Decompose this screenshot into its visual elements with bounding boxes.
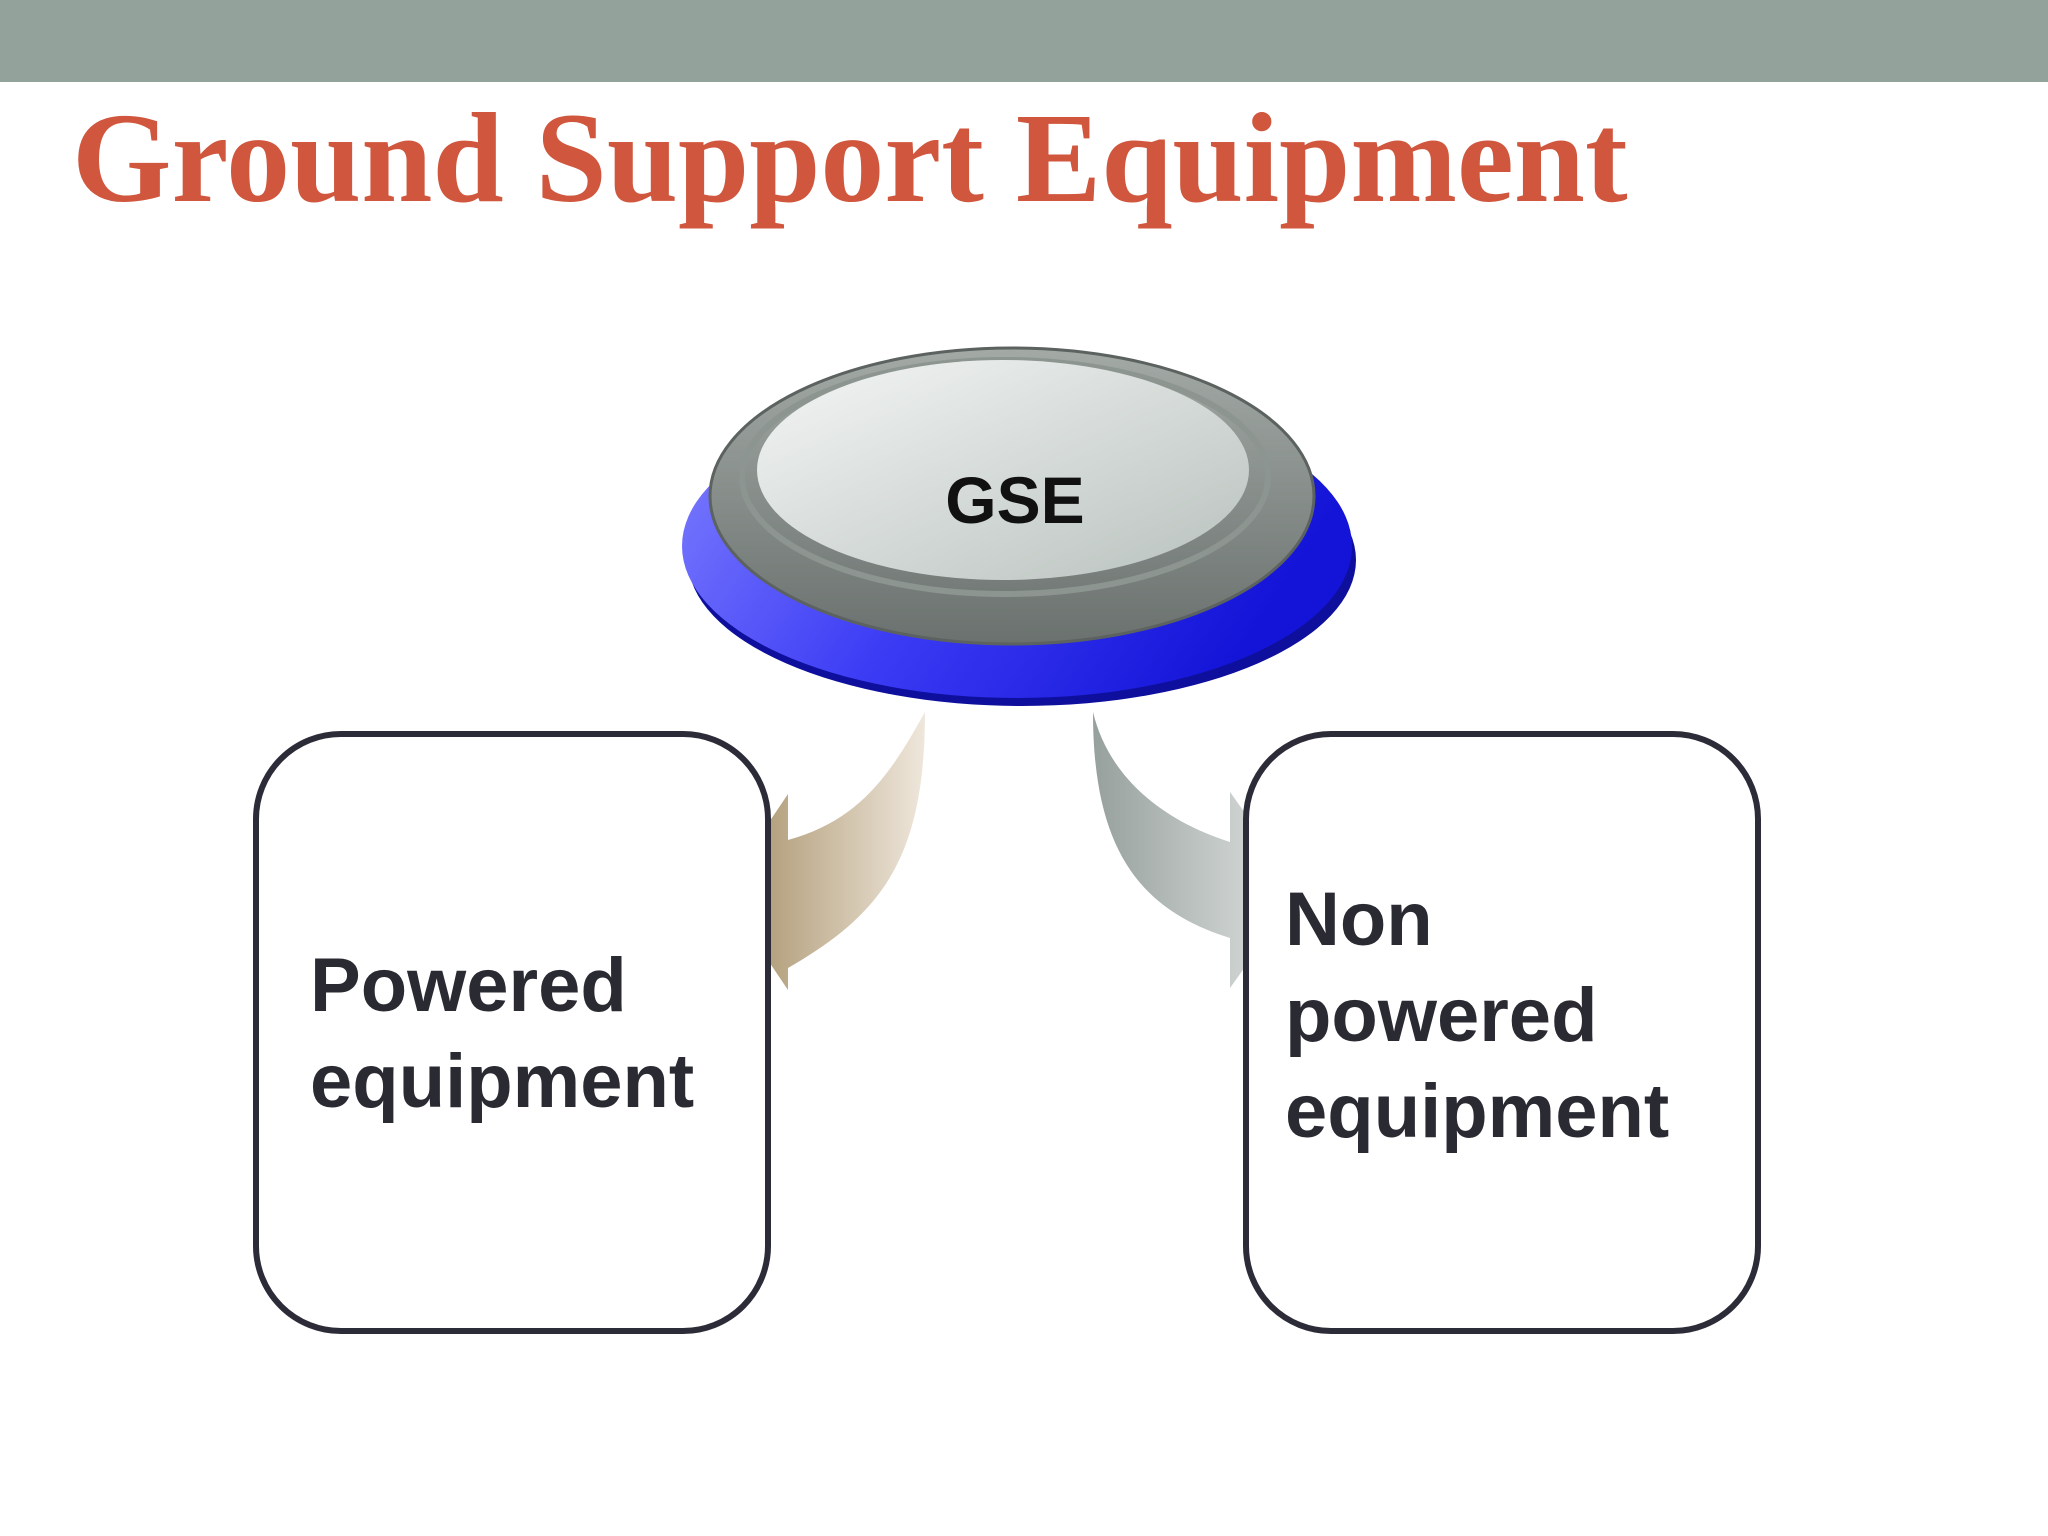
non-powered-equipment-line: equipment — [1285, 1069, 1670, 1154]
gse-disc — [682, 346, 1356, 706]
top-band — [0, 0, 2048, 82]
non-powered-equipment-line: powered — [1285, 973, 1598, 1058]
gse-disc-face — [757, 360, 1249, 580]
gse-disc-inner-ring — [739, 357, 1271, 597]
powered-equipment-label: Powered equipment — [310, 938, 694, 1130]
non-powered-equipment-label: Non powered equipment — [1285, 872, 1669, 1160]
powered-equipment-line: Powered — [310, 943, 627, 1028]
slide-title: Ground Support Equipment — [72, 87, 1628, 229]
non-powered-equipment-box — [1243, 731, 1761, 1334]
powered-equipment-line: equipment — [310, 1039, 695, 1124]
powered-equipment-box — [253, 731, 771, 1334]
gse-label: GSE — [945, 463, 1085, 537]
arrow-left-icon — [722, 712, 925, 990]
non-powered-equipment-line: Non — [1285, 877, 1433, 962]
